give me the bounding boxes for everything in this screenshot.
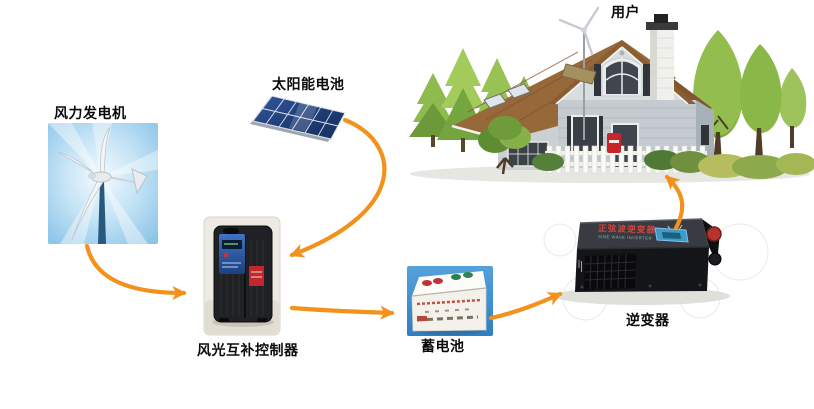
rooftop-solar-panel [561,63,597,85]
skylight [507,83,531,99]
inverter-device-subtitle: SINE WAVE INVERTER [598,234,652,241]
arrow-controller-to-battery [289,305,395,320]
house-scene-image [409,6,814,183]
arrow-battery-to-inverter [488,291,563,321]
yard-tree [478,116,531,175]
inverter-red-connector [706,226,722,242]
bushes [532,150,814,179]
controller-red-sticker [249,266,264,286]
label-battery: 蓄电池 [421,338,465,354]
arrow-solar-to-controller [289,117,387,258]
solar-panel-image [250,95,346,142]
chimney [646,14,678,100]
inverter-knob [708,252,722,266]
arrow-inverter-to-user [664,174,685,231]
controller-display-panel [219,234,245,274]
label-controller: 风光互补控制器 [197,342,299,358]
flow-arrows [84,117,685,321]
arrow-wind-to-controller [84,243,187,301]
label-wind-turbine: 风力发电机 [54,105,127,121]
skylight [483,93,507,109]
inverter-image: 正弦波逆变器 SINE WAVE INVERTER [543,218,769,321]
battery-image [407,266,493,336]
mailbox [607,133,621,153]
controller-image [203,216,281,336]
label-user: 用户 [611,4,640,20]
wind-turbine-image [48,123,158,244]
battery-caps [422,272,473,286]
rooftop-wind-turbine [558,6,600,140]
label-solar-panel: 太阳能电池 [272,76,345,92]
label-inverter: 逆变器 [626,312,670,328]
inverter-device-title: 正弦波逆变器 [598,223,656,235]
